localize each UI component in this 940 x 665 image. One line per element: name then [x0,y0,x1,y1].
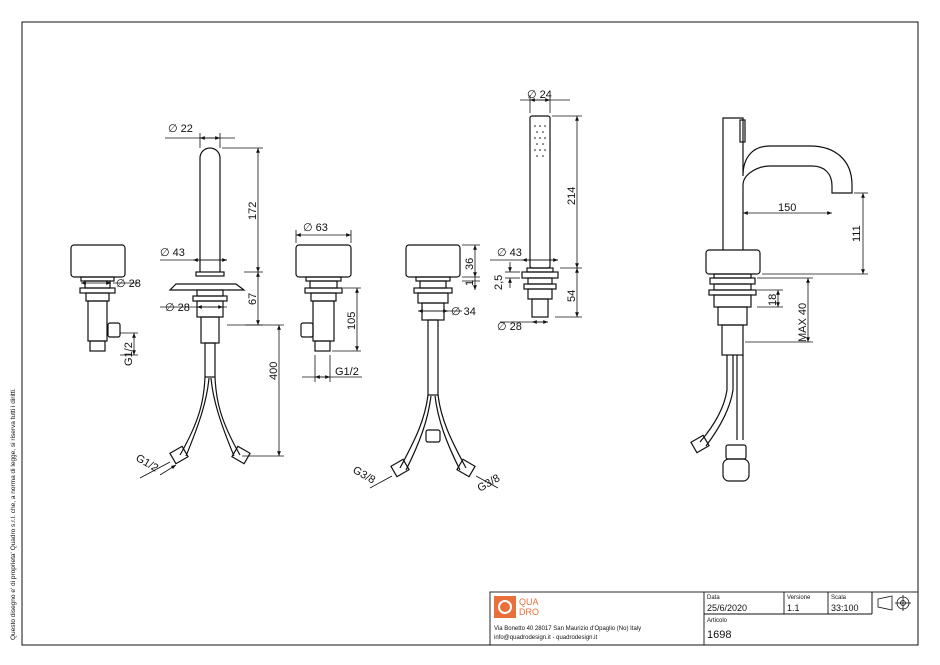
dim-400: 400 [268,362,280,380]
projection-symbol-icon [877,595,911,611]
dim-d28-spout: ∅ 28 [165,302,190,314]
dim-54: 54 [566,290,578,302]
dim-1: 1 [464,280,476,286]
logo-text-top: QUA [519,597,539,607]
title-block [489,591,919,646]
logo-q-icon [498,600,512,614]
dim-d24: ∅ 24 [527,89,552,101]
versione-label: Versione [787,595,811,601]
dim-150: 150 [778,202,796,214]
dim-d63: ∅ 63 [303,222,328,234]
dim-67: 67 [247,293,259,305]
dim-172: 172 [247,202,259,220]
articolo-label: Articolo [707,618,728,624]
dim-d28-left: ∅ 28 [116,278,141,290]
dim-214: 214 [566,187,578,205]
scala-label: Scala [831,595,847,601]
dim-d34: ∅ 34 [451,306,476,318]
dim-g38-left: G3/8 [351,464,378,486]
dim-d28-shower: ∅ 28 [497,321,522,333]
data-value: 25/6/2020 [707,603,747,613]
dim-18: 18 [767,294,779,306]
scala-value: 33:100 [831,603,859,613]
dim-d22: ∅ 22 [168,123,193,135]
articolo-value: 1698 [707,629,731,641]
dim-d43-spout: ∅ 43 [160,247,185,259]
dim-d43-shower: ∅ 43 [497,247,522,259]
side-view [690,117,853,482]
dim-111: 111 [851,225,863,242]
hand-shower [521,115,559,318]
dim-2-5: 2,5 [493,275,505,290]
drawing-frame [21,21,919,646]
data-label: Data [707,595,720,601]
company-contacts: info@quadrodesign.it - quadrodesign.it [494,635,597,641]
logo-mark [494,596,516,618]
company-address: Via Bonetto 40 28017 San Maurizio d'Opag… [494,626,641,632]
dim-g12-middle: G1/2 [335,366,359,378]
versione-value: 1.1 [787,603,800,613]
spout [168,147,251,465]
dim-max40: MAX 40 [797,303,809,342]
dim-g12-left: G1/2 [123,342,135,366]
dim-g38-right: G3/8 [476,472,503,494]
logo-text-bottom: DRO [519,607,539,617]
shower-nozzles [534,125,546,157]
valve-left [70,244,126,352]
diverter [390,244,476,478]
side-note: Questo disegno e' di proprieta' Quadro s… [10,388,17,640]
dim-g12-spout: G1/2 [134,452,161,474]
valve-middle [295,244,352,352]
dim-105: 105 [346,312,358,330]
dim-36: 36 [464,258,476,270]
